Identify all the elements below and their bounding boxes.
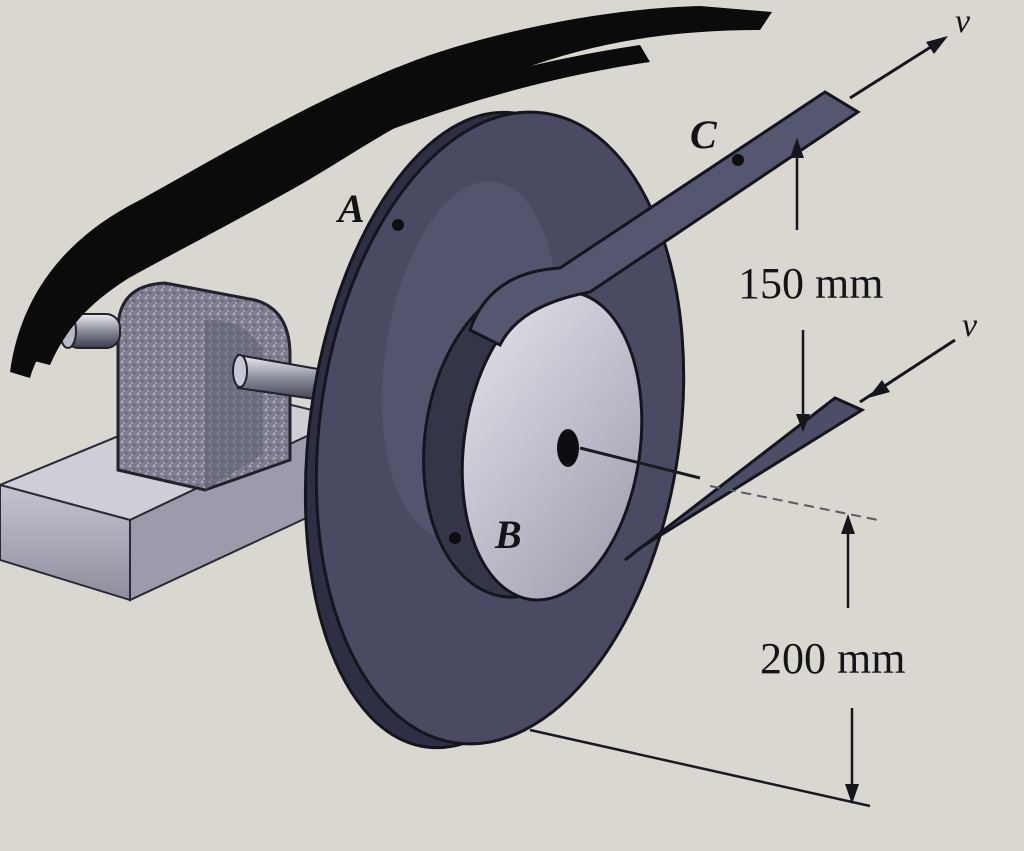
bearing-block bbox=[116, 281, 292, 492]
dimension-200 bbox=[529, 485, 879, 808]
axle-center bbox=[557, 429, 579, 467]
dimension-150 bbox=[790, 138, 810, 432]
redaction-scribble bbox=[10, 6, 772, 378]
point-a-marker bbox=[392, 219, 404, 231]
point-b-marker bbox=[449, 532, 461, 544]
point-c-marker bbox=[732, 154, 744, 166]
velocity-arrow-lower bbox=[859, 338, 956, 404]
point-b-label: B bbox=[494, 512, 522, 557]
point-a-label: A bbox=[335, 186, 365, 231]
point-c-label: C bbox=[690, 112, 718, 157]
velocity-label-upper: v bbox=[955, 3, 971, 40]
dimension-label-150: 150 mm bbox=[738, 259, 883, 308]
velocity-label-lower: v bbox=[962, 307, 978, 344]
axis-line bbox=[579, 446, 701, 480]
velocity-arrow-upper bbox=[849, 36, 948, 100]
dimension-label-200: 200 mm bbox=[760, 634, 905, 683]
belt bbox=[468, 90, 866, 562]
